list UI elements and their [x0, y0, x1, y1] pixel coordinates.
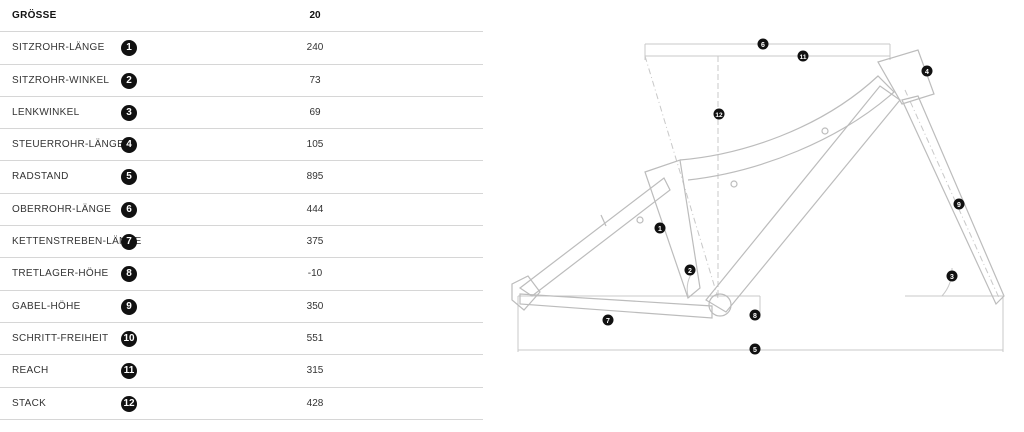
marker-2: 2: [684, 264, 696, 276]
table-row: SITZROHR-WINKEL 2 73: [0, 65, 483, 97]
table-row: OBERROHR-LÄNGE 6 444: [0, 194, 483, 227]
marker-12: 12: [713, 108, 725, 120]
size-header-label: GRÖSSE: [12, 10, 57, 21]
svg-text:1: 1: [658, 226, 662, 233]
diagram-markers: 6 11 12 4 1 2 9 3 7 8 5: [602, 38, 965, 355]
marker-4: 4: [921, 65, 933, 77]
size-header-value: 20: [309, 10, 321, 21]
row-label: KETTENSTREBEN-LÄNGE: [12, 236, 142, 248]
table-row: LENKWINKEL 3 69: [0, 97, 483, 130]
number-badge: 9: [121, 298, 137, 315]
number-badge: 8: [121, 266, 137, 283]
svg-text:4: 4: [925, 69, 929, 76]
seat-tube: [644, 159, 701, 300]
bottle-boss: [821, 127, 829, 135]
row-label: OBERROHR-LÄNGE: [12, 203, 112, 215]
marker-6: 6: [757, 38, 769, 50]
frame-drawing: 6 11 12 4 1 2 9 3 7 8 5: [511, 38, 1005, 355]
row-label: RADSTAND: [12, 171, 69, 183]
row-label: LENKWINKEL: [12, 106, 80, 118]
table-row: SITZROHR-LÄNGE 1 240: [0, 32, 483, 65]
row-value: 444: [306, 203, 324, 215]
row-label: STACK: [12, 397, 47, 409]
marker-5: 5: [749, 343, 761, 355]
head-tube: [877, 49, 935, 105]
row-label: SITZROHR-WINKEL: [12, 74, 110, 86]
row-value: 240: [306, 42, 324, 54]
number-badge: 12: [121, 395, 137, 412]
geometry-table: GRÖSSE 20 SITZROHR-LÄNGE 1 240 SITZROHR-WI…: [0, 0, 483, 420]
frame-detail: [636, 216, 644, 224]
row-value: 105: [306, 139, 324, 151]
table-row: STACK 12 428: [0, 388, 483, 420]
svg-text:2: 2: [688, 268, 692, 275]
marker-11: 11: [797, 50, 809, 62]
row-value: 428: [306, 397, 324, 409]
row-value: 69: [309, 106, 321, 118]
brake-mount: [600, 214, 607, 227]
seat-stay: [518, 177, 671, 297]
rear-dropout: [511, 275, 541, 311]
number-badge: 1: [121, 40, 137, 57]
svg-text:5: 5: [753, 347, 757, 354]
row-label: STEUERROHR-LÄNGE: [12, 139, 125, 151]
seat-guide-line: [644, 55, 719, 299]
row-label: REACH: [12, 365, 49, 377]
number-badge: 3: [121, 104, 137, 121]
row-label: SITZROHR-LÄNGE: [12, 42, 105, 54]
top-tube: [679, 75, 895, 181]
bottom-bracket: [708, 293, 732, 317]
number-badge: 11: [121, 363, 137, 380]
svg-text:8: 8: [753, 313, 757, 320]
svg-text:3: 3: [950, 274, 954, 281]
svg-text:12: 12: [715, 112, 723, 119]
bottle-boss: [730, 180, 738, 188]
table-row: TRETLAGER-HÖHE 8 -10: [0, 258, 483, 291]
number-badge: 5: [121, 169, 137, 186]
marker-1: 1: [654, 222, 666, 234]
marker-8: 8: [749, 309, 761, 321]
table-row: SCHRITT-FREIHEIT 10 551: [0, 323, 483, 356]
row-value: 315: [306, 365, 324, 377]
table-row: GABEL-HÖHE 9 350: [0, 291, 483, 323]
row-value: 551: [306, 332, 324, 344]
row-label: GABEL-HÖHE: [12, 300, 81, 312]
row-value: 895: [306, 171, 324, 183]
svg-text:11: 11: [800, 54, 807, 61]
number-badge: 4: [121, 137, 137, 154]
number-badge: 2: [121, 72, 137, 89]
marker-9: 9: [953, 198, 965, 210]
row-value: 350: [306, 300, 324, 312]
fork: [901, 95, 1005, 306]
svg-text:7: 7: [606, 318, 610, 325]
table-row: REACH 11 315: [0, 355, 483, 388]
down-tube: [705, 85, 901, 313]
marker-7: 7: [602, 314, 614, 326]
table-row: RADSTAND 5 895: [0, 161, 483, 194]
chain-stay: [519, 293, 713, 319]
table-header-row: GRÖSSE 20: [0, 0, 483, 33]
number-badge: 7: [121, 234, 137, 251]
row-value: 73: [309, 74, 321, 86]
number-badge: 6: [121, 201, 137, 218]
row-label: SCHRITT-FREIHEIT: [12, 332, 109, 344]
head-angle-arc: [941, 267, 953, 297]
svg-text:9: 9: [957, 202, 961, 209]
marker-3: 3: [946, 270, 958, 282]
svg-text:6: 6: [761, 42, 765, 49]
bike-geometry-diagram: 6 11 12 4 1 2 9 3 7 8 5: [500, 0, 1024, 427]
row-value: 375: [306, 236, 324, 248]
number-badge: 10: [121, 330, 137, 347]
row-label: TRETLAGER-HÖHE: [12, 268, 109, 280]
row-value: -10: [307, 268, 323, 280]
